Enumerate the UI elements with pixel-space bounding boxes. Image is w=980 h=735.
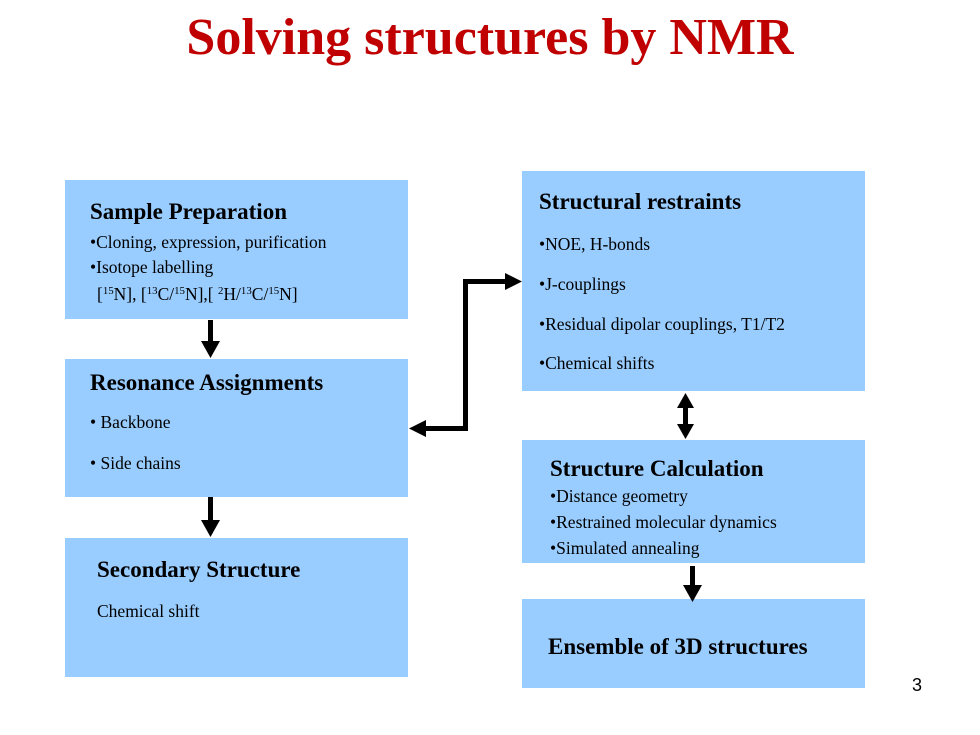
- elbow-right-arrow-head: [505, 273, 522, 290]
- secondary-structure-line-1: Chemical shift: [97, 601, 200, 621]
- elbow-left-arrow-head: [409, 420, 426, 437]
- structure-calculation-bullet-3: •Simulated annealing: [550, 538, 700, 558]
- down-arrow-shaft-2: [208, 497, 213, 521]
- structural-restraints-bullet-4: •Chemical shifts: [539, 353, 655, 373]
- ensemble-heading: Ensemble of 3D structures: [548, 634, 808, 659]
- structure-calculation-box: Structure Calculation •Distance geometry…: [522, 440, 865, 563]
- double-arrow-head-up: [677, 393, 694, 408]
- structural-restraints-bullet-2: •J-couplings: [539, 274, 626, 294]
- elbow-vertical: [463, 279, 468, 431]
- secondary-structure-box: Secondary Structure Chemical shift: [65, 538, 408, 677]
- structure-calculation-bullet-1: •Distance geometry: [550, 486, 688, 506]
- sample-preparation-box: Sample Preparation •Cloning, expression,…: [65, 180, 408, 319]
- structural-restraints-box: Structural restraints •NOE, H-bonds •J-c…: [522, 171, 865, 391]
- ensemble-box: Ensemble of 3D structures: [522, 599, 865, 688]
- structure-calculation-heading: Structure Calculation: [550, 456, 764, 481]
- secondary-structure-heading: Secondary Structure: [97, 557, 301, 582]
- down-arrow-head-3: [683, 585, 702, 602]
- structure-calculation-bullet-2: •Restrained molecular dynamics: [550, 512, 777, 532]
- sample-preparation-bullet-1: •Cloning, expression, purification: [90, 232, 327, 252]
- down-arrow-shaft-3: [690, 566, 695, 586]
- double-arrow-head-down: [677, 424, 694, 439]
- elbow-upper-horizontal: [463, 279, 508, 284]
- double-arrow-shaft: [683, 405, 688, 427]
- page-number: 3: [911, 675, 922, 695]
- resonance-assignments-bullet-1: • Backbone: [90, 412, 171, 432]
- down-arrow-shaft-1: [208, 320, 213, 342]
- resonance-assignments-box: Resonance Assignments • Backbone • Side …: [65, 359, 408, 497]
- resonance-assignments-heading: Resonance Assignments: [90, 370, 324, 395]
- structural-restraints-bullet-1: •NOE, H-bonds: [539, 234, 651, 254]
- down-arrow-head-1: [201, 341, 220, 358]
- slide-title: Solving structures by NMR: [186, 9, 794, 66]
- resonance-assignments-bullet-2: • Side chains: [90, 453, 181, 473]
- isotope-labelling-line: [15N], [13C/15N],[ 2H/13C/15N]: [97, 284, 298, 304]
- structural-restraints-heading: Structural restraints: [539, 189, 742, 214]
- sample-preparation-bullet-2: •Isotope labelling: [90, 257, 214, 277]
- sample-preparation-heading: Sample Preparation: [90, 199, 287, 224]
- elbow-lower-horizontal: [423, 426, 468, 431]
- down-arrow-head-2: [201, 520, 220, 537]
- structural-restraints-bullet-3: •Residual dipolar couplings, T1/T2: [539, 314, 785, 334]
